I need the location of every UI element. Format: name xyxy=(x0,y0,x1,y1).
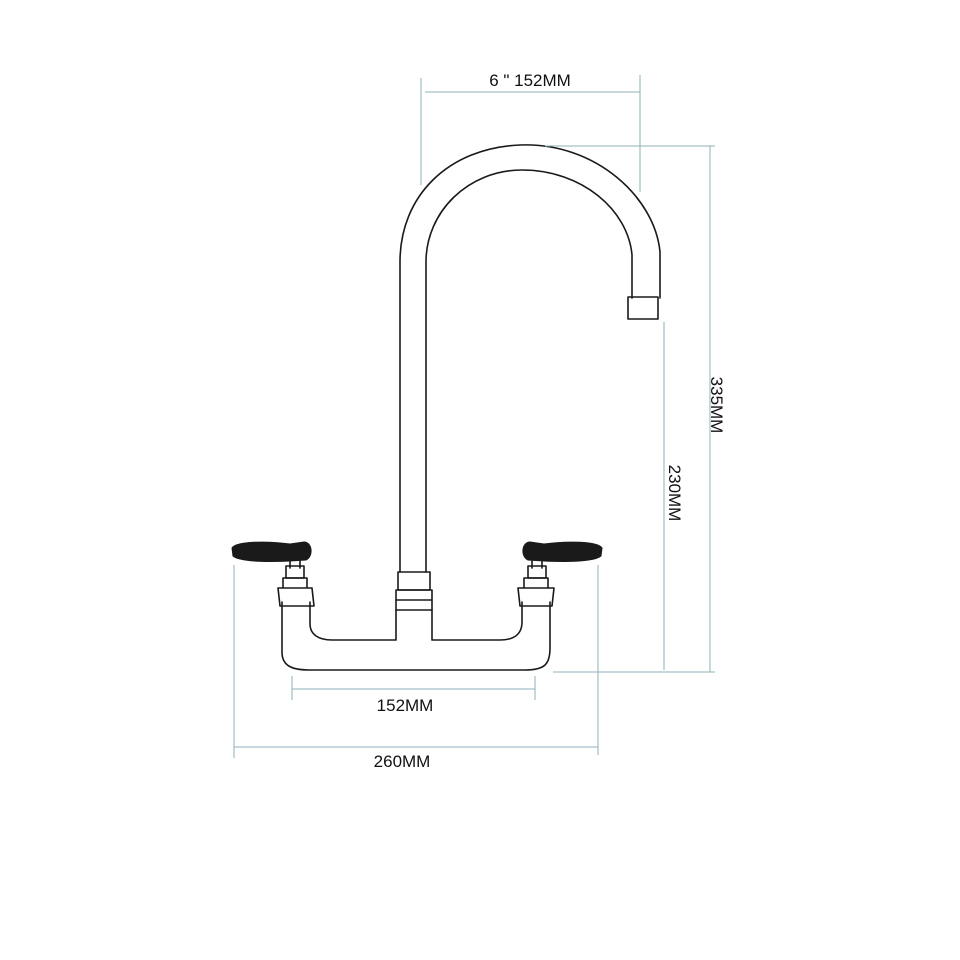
dimension-total-height: 335MM xyxy=(545,145,726,673)
right-valve-handle xyxy=(517,541,603,607)
label-center-spacing: 152MM xyxy=(377,696,434,715)
left-valve-bonnet xyxy=(277,577,315,607)
spout-inner-edge xyxy=(425,169,633,573)
left-valve-handle xyxy=(231,541,315,607)
dimension-spout-height: 230MM xyxy=(663,322,684,670)
body-outline xyxy=(281,601,551,671)
label-spout-reach: 6 " 152MM xyxy=(489,71,571,90)
right-valve-bonnet xyxy=(517,577,555,607)
label-overall-width: 260MM xyxy=(374,752,431,771)
gooseneck-spout xyxy=(399,144,661,573)
spout-base-coupling xyxy=(395,571,433,611)
dimension-overall-width: 260MM xyxy=(233,565,599,771)
left-lever-handle xyxy=(231,541,312,562)
faucet-body xyxy=(281,601,551,671)
dimension-center-spacing: 152MM xyxy=(291,676,536,715)
dimension-spout-reach: 6 " 152MM xyxy=(420,71,641,192)
right-lever-handle xyxy=(522,541,603,562)
label-total-height: 335MM xyxy=(707,377,726,434)
coupling-nut-upper xyxy=(397,571,431,591)
spout-aerator-tip xyxy=(627,296,659,320)
label-spout-height: 230MM xyxy=(665,465,684,522)
spout-outer-edge xyxy=(399,144,661,573)
